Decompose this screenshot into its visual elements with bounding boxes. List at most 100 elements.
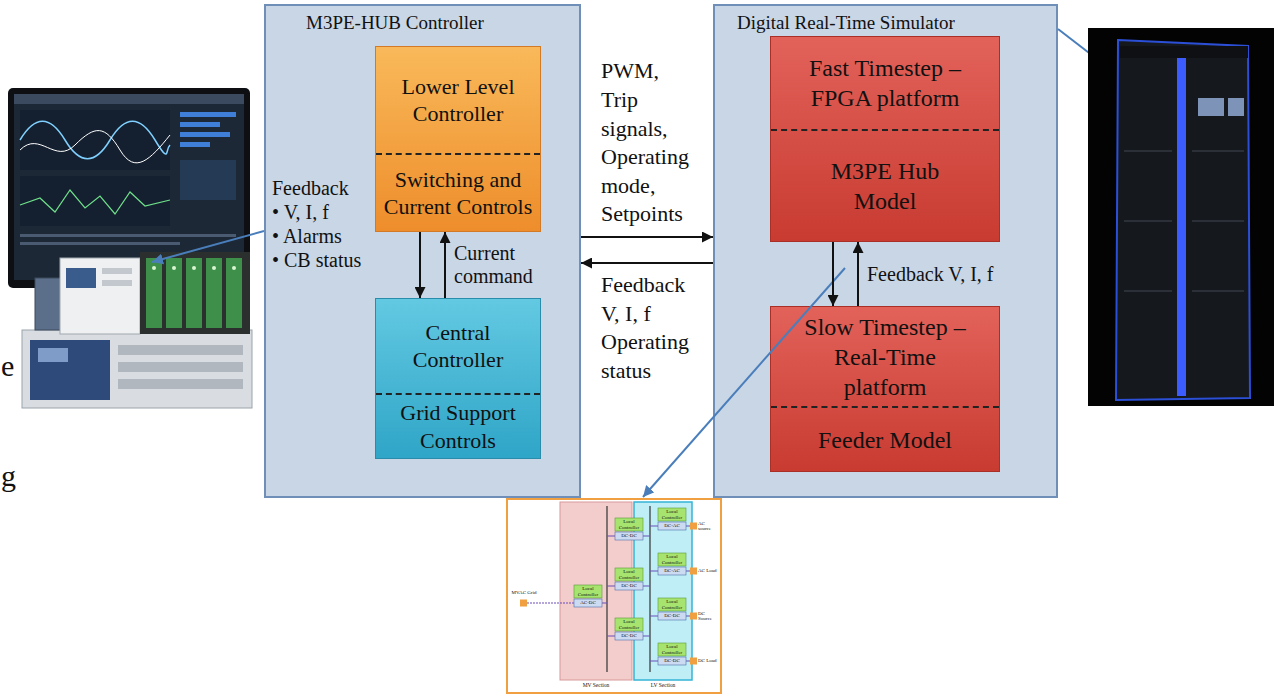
box-body: M3PE Hub Model [800,156,970,216]
controller-label: Local Controller [658,599,686,610]
signal-arrow [857,242,859,306]
simulator-cabinet-part [1198,98,1224,116]
label-holder: Local Controller [574,585,602,598]
simulator-box: Slow Timestep – Real-Time platformFeeder… [770,306,1000,472]
label-holder: Local Controller [658,553,686,566]
leader-arrow-part [1058,29,1106,66]
controller-label: Local Controller [615,519,643,530]
monitor-illustration-part [20,176,170,226]
hub-schematic-part [643,636,650,637]
label-holder: Local Controller [615,618,643,631]
monitor-illustration-part [8,88,250,288]
controller-hardware [22,252,252,408]
label-holder: DC-AC [658,567,686,575]
panel-title: Digital Real-Time Simulator [737,12,1056,35]
controller-label: Local Controller [615,569,643,580]
leader-arrow-part [152,231,264,262]
hub-schematic-part [615,532,643,540]
hub-schematic-part [690,658,697,665]
edge-label-holder: Current command [454,242,546,288]
controller-label: Local Controller [658,509,686,520]
monitor-illustration-part [180,112,236,117]
signal-list: Feedback [272,176,349,200]
box-heading: Slow Timestep – Real-Time platform [800,312,970,402]
converter-label: DC-DC [621,633,637,639]
label-holder: LV Section [634,681,692,689]
signal-arrow [419,232,421,298]
controller-label: Local Controller [574,586,602,597]
hub-schematic-part [658,567,686,575]
monitor-illustration-part [14,94,244,280]
leader-arrow [152,29,1106,497]
box-section: Switching and Current Controls [376,153,540,231]
controller-hardware-part [35,278,61,330]
monitor-illustration-part [20,121,170,159]
port-label: MVAC Grid [512,590,537,596]
panel-title: M3PE-HUB Controller [306,12,579,35]
hub-schematic-part [615,632,643,640]
signal-list: • V, I, f [272,200,329,224]
hub-schematic-part [650,616,658,617]
controller-hardware-part [66,268,96,288]
box-section: Fast Timestep – FPGA platform [771,37,999,129]
hub-schematic-part [690,523,697,530]
controller-hardware-part [146,258,162,328]
hub-schematic-part [658,522,686,530]
label-holder: Feedback [272,176,349,200]
controller-hardware-part [226,258,242,328]
label-holder: DC-DC [658,657,686,665]
system-panel: Digital Real-Time SimulatorFast Timestep… [713,4,1058,498]
simulator-cabinet-part [1124,290,1172,292]
hub-schematic-part [527,603,574,604]
section-label: MV Section [583,682,610,688]
controller-hardware-part [152,266,156,270]
controller-hardware-part [206,258,222,328]
simulator-cabinet-part [1124,150,1172,152]
cut-off-text: e [1,348,14,384]
label-holder: DC-DC [658,612,686,620]
edge-label: Feedback V, I, f [867,262,993,286]
controller-hardware-part [22,330,252,408]
controller-box: Central ControllerGrid Support Controls [375,298,541,459]
signal-arrow [832,242,834,306]
box-section: Feeder Model [771,406,999,471]
box-heading: Central Controller [380,319,536,374]
converter-label: DC-AC [664,523,680,529]
port-label: AC source [698,521,718,532]
converter-label: DC-DC [621,533,637,539]
converter-label: AC-DC [580,600,596,606]
hub-schematic-part [607,536,615,537]
edge-label: Feedback V, I, f Operating status [601,271,693,385]
controller-box: Lower Level ControllerSwitching and Curr… [375,46,541,232]
controller-hardware-part [186,258,202,328]
hub-schematic-part [615,582,643,590]
controller-hardware-part [102,268,132,274]
simulator-cabinet-part [1120,46,1248,58]
hub-schematic-part [615,568,643,581]
monitor-illustration-part [180,142,210,147]
signal-arrow [444,232,446,298]
controller-hardware-part [60,258,140,334]
simulator-cabinet-part [1192,220,1244,222]
controller-hardware-part [212,266,216,270]
hub-schematic-part [574,585,602,598]
label-holder: AC Load [698,565,718,577]
hub-schematic-part [658,598,686,611]
controller-hardware-part [118,345,243,355]
monitor-illustration-part [20,110,170,170]
label-holder: AC source [698,520,718,532]
label-holder: DC-AC [658,522,686,530]
connector-group [420,232,858,306]
box-section: Central Controller [376,299,540,393]
monitor-illustration-part [14,94,244,104]
hub-schematic-part [607,636,615,637]
hub-schematic-part [686,616,690,617]
label-holder: DC-DC [615,532,643,540]
hub-schematic-part [602,603,607,604]
hub-schematic-part [507,499,721,693]
monitor-illustration-part [20,190,170,214]
controller-label: Local Controller [615,619,643,630]
simulator-cabinet-part [1088,28,1274,406]
hub-schematic-part [658,612,686,620]
